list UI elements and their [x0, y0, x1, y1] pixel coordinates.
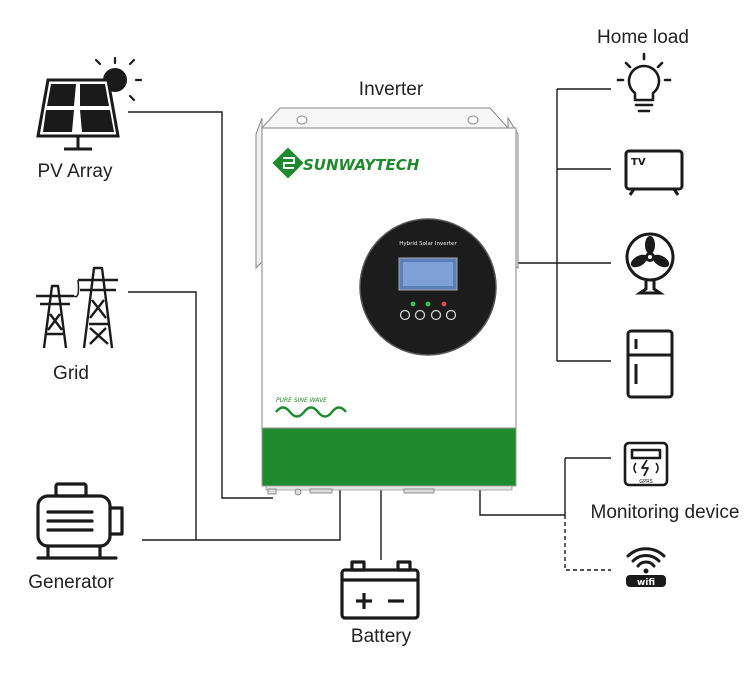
generator-end [108, 506, 124, 536]
tower-right-bracing [89, 299, 109, 345]
connection-lines [128, 88, 611, 571]
mount-hole-right [467, 115, 479, 125]
tv-screen [624, 149, 684, 191]
generator-icon [36, 482, 124, 560]
fridge-icon [626, 329, 674, 399]
inverter-bottom-plate [265, 485, 513, 491]
sine-wave-icon [275, 406, 347, 418]
panel-cells [43, 84, 114, 132]
panel-button-4[interactable] [445, 309, 457, 321]
panel-button-2[interactable] [414, 309, 426, 321]
battery-label: Battery [350, 626, 412, 647]
fan-stand [635, 281, 665, 295]
gprs-screen [630, 448, 662, 460]
sine-wave-text: PURE SINE WAVE [276, 397, 327, 404]
generator-top-cap [54, 482, 88, 498]
power-tower-icon [36, 266, 118, 349]
generator-line [142, 489, 341, 541]
sunwaytech-logo: SUNWAYTECH [272, 147, 420, 179]
sun-ray-ne [128, 58, 136, 66]
tv-icon: TV [624, 149, 684, 196]
led-2 [425, 301, 431, 307]
generator-label: Generator [28, 572, 114, 593]
logo-s-mark [283, 157, 295, 169]
terminal-2 [294, 488, 302, 496]
tower-left-bracing [47, 313, 63, 336]
battery-icon [340, 560, 420, 620]
sun-rays [94, 56, 143, 102]
battery-plus [356, 593, 372, 609]
led-indicators [410, 301, 447, 307]
brand-name: SUNWAYTECH [303, 156, 420, 174]
fridge-body [626, 329, 674, 399]
fan-icon [625, 232, 675, 295]
home-load-label: Home load [597, 27, 689, 48]
monitor-line [479, 489, 565, 516]
generator-body [36, 494, 112, 548]
battery-case [340, 568, 420, 620]
panel-button-1[interactable] [399, 309, 411, 321]
terminals [267, 488, 435, 496]
tower-right-arm [78, 278, 118, 292]
sun-ray-nw [94, 58, 102, 66]
solar-panel-icon [36, 56, 143, 151]
panel-buttons [399, 309, 457, 321]
grid-line [128, 291, 197, 540]
tower-left-arm [36, 294, 74, 306]
tower-right-legs [82, 266, 114, 349]
fan-blades [630, 236, 670, 268]
fan-blade-1 [645, 236, 655, 254]
bulb-rays [616, 52, 672, 82]
tv-label: TV [631, 157, 646, 168]
pv-line [128, 111, 273, 499]
terminal-3 [309, 488, 333, 494]
tv-legs [628, 188, 680, 196]
tower-cables [73, 279, 80, 298]
led-1 [410, 301, 416, 307]
control-panel: Hybrid Solar Inverter [359, 218, 497, 356]
wifi-dashed-line [564, 515, 611, 571]
gprs-bolt [641, 459, 649, 477]
panel-button-3[interactable] [430, 309, 442, 321]
sine-wave-badge: PURE SINE WAVE [275, 397, 347, 418]
panel-title: Hybrid Solar Inverter [399, 241, 457, 247]
pv-array-label: PV Array [37, 161, 113, 182]
inverter-label: Inverter [358, 79, 424, 100]
gprs-label: GPRS [639, 479, 653, 485]
fan-guard [625, 232, 675, 282]
fan-hub [645, 252, 655, 262]
wifi-module-icon: wifi [626, 547, 666, 588]
tower-left-legs [42, 284, 68, 349]
monitoring-device-label: Monitoring device [590, 502, 740, 523]
grid-label: Grid [53, 363, 89, 384]
gprs-waves [633, 462, 659, 474]
mount-hole-left [296, 115, 308, 125]
wifi-label: wifi [637, 578, 655, 588]
fan-blade-3 [630, 254, 648, 268]
light-bulb-icon [616, 52, 672, 113]
fan-blade-2 [652, 254, 670, 268]
wifi-badge [626, 575, 666, 587]
gprs-module-icon: GPRS [623, 441, 669, 487]
inverter: SUNWAYTECH Hybrid Solar Inverter PURE SI… [255, 107, 519, 496]
lcd-inner [403, 262, 453, 286]
bulb-glass [627, 64, 661, 102]
terminal-1 [267, 488, 277, 495]
inverter-bracket [255, 117, 263, 270]
wifi-arcs [626, 547, 666, 568]
gprs-case [623, 441, 669, 487]
wifi-dot [643, 568, 649, 574]
generator-feet [36, 544, 118, 560]
sun-ray-se [128, 94, 136, 102]
led-3 [441, 301, 447, 307]
terminal-4 [403, 488, 435, 494]
inverter-green-base [261, 427, 517, 487]
